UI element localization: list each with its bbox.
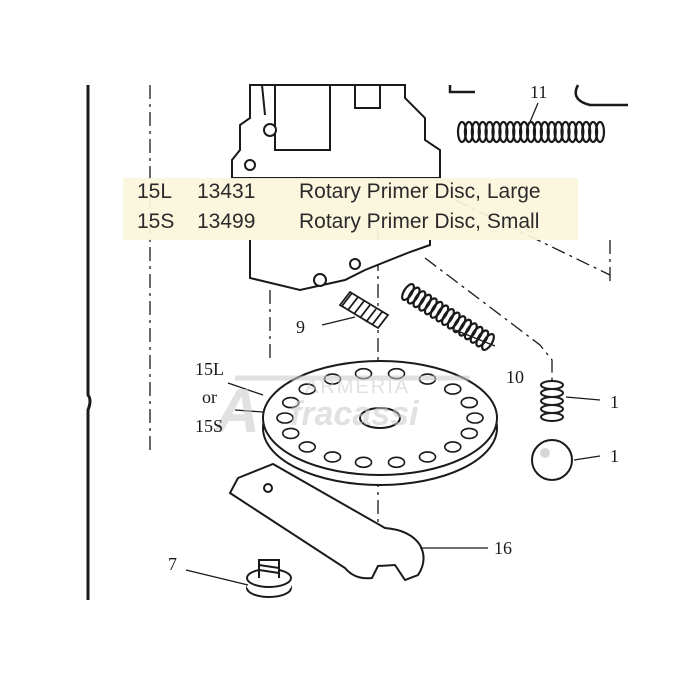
part-description: Rotary Primer Disc, Large xyxy=(299,180,541,203)
part-number: 13431 xyxy=(197,180,256,203)
steel-ball xyxy=(531,439,573,481)
screw-7 xyxy=(246,559,292,598)
parts-row-15s: 15S 13499 Rotary Primer Disc, Small xyxy=(123,210,578,238)
small-spring xyxy=(540,380,564,422)
callout-small-spring: 1 xyxy=(610,392,619,412)
callout-11: 11 xyxy=(530,82,547,102)
spring-10 xyxy=(401,282,495,352)
callout-ball: 1 xyxy=(610,446,619,466)
part-code: 15S xyxy=(137,210,175,233)
callout-7: 7 xyxy=(168,554,177,574)
upper-right-fragments xyxy=(448,84,628,107)
parts-row-15l: 15L 13431 Rotary Primer Disc, Large xyxy=(123,180,578,208)
parts-table: 15L 13431 Rotary Primer Disc, Large 15S … xyxy=(123,178,578,240)
press-body xyxy=(231,84,441,292)
callout-or: or xyxy=(202,387,217,407)
watermark-line2: fracassi xyxy=(290,395,420,433)
watermark-letter: A xyxy=(213,377,260,446)
callout-9: 9 xyxy=(296,317,305,337)
callout-16: 16 xyxy=(494,538,512,558)
leader-lines xyxy=(185,102,601,586)
set-screw-9 xyxy=(338,290,390,330)
rotary-primer-disc xyxy=(262,360,498,486)
frame-line xyxy=(86,85,92,600)
spring-11 xyxy=(456,120,606,144)
callout-10: 10 xyxy=(506,367,524,387)
part-number: 13499 xyxy=(197,210,256,233)
callout-15s: 15S xyxy=(195,416,223,436)
wrench-16 xyxy=(228,462,425,582)
watermark-line1: ARMERIA xyxy=(305,376,410,398)
part-description: Rotary Primer Disc, Small xyxy=(299,210,540,233)
watermark-logo: A ARMERIA fracassi xyxy=(213,375,470,446)
part-code: 15L xyxy=(137,180,173,203)
callout-15l: 15L xyxy=(195,359,224,379)
